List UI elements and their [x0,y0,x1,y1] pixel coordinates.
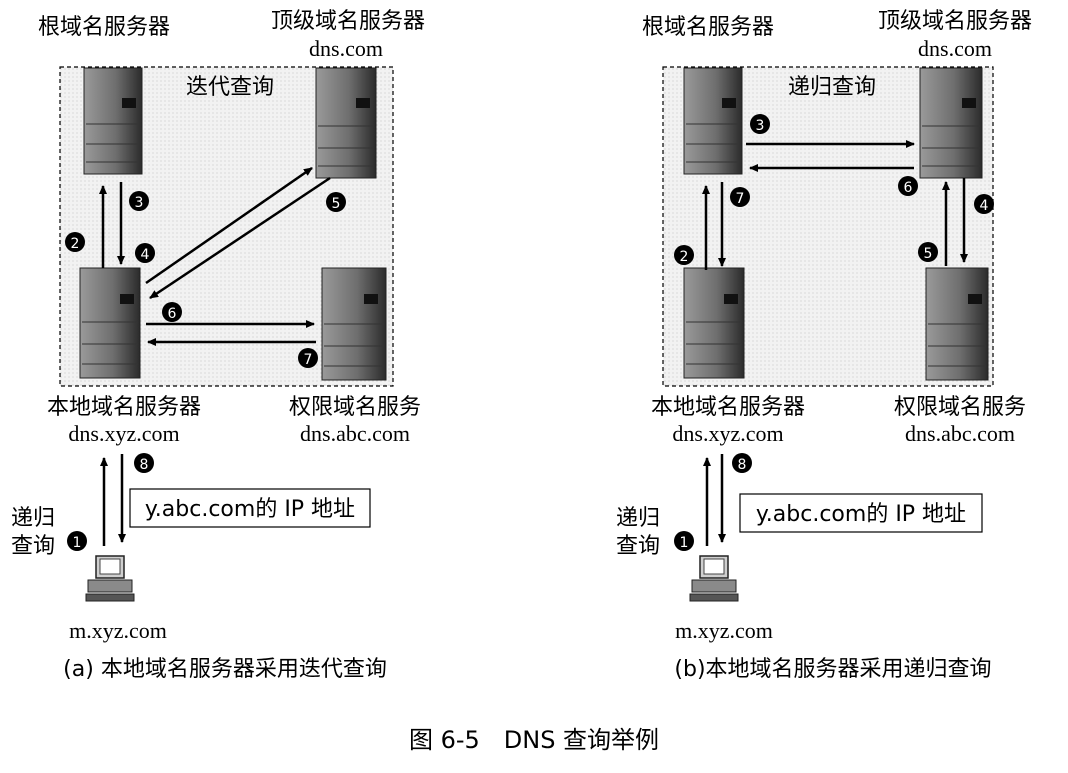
step-badge-1: 1 [674,531,694,551]
step-badge-8: 8 [732,453,752,473]
local-server-label: 本地域名服务器 [651,395,805,420]
root-server-label: 根域名服务器 [38,15,170,40]
svg-text:1: 1 [73,535,82,551]
query-label-line2: 查询 [11,534,55,559]
step-badge-5: 5 [918,242,938,262]
svg-text:6: 6 [904,180,913,196]
panel-b: 递归查询 [616,9,1032,682]
query-label-line1: 递归 [11,506,55,531]
arrow-step-4 [145,166,313,285]
step-badge-8: 8 [134,453,154,473]
tld-server-label: 顶级域名服务器 [271,9,425,34]
local-server-host: dns.xyz.com [672,421,783,446]
root-server-icon [83,67,143,175]
step-badge-6: 6 [898,176,918,196]
local-server-host: dns.xyz.com [68,421,179,446]
step-badge-3: 3 [129,191,149,211]
auth-server-host: dns.abc.com [300,421,410,446]
auth-server-icon [321,267,387,381]
step-badge-6: 6 [162,302,182,322]
client-computer-icon [85,555,135,602]
step-badge-3: 3 [750,114,770,134]
answer-box [129,488,371,528]
svg-text:1: 1 [680,535,689,551]
step-badge-7: 7 [730,187,750,207]
step-badge-2: 2 [674,245,694,265]
svg-text:6: 6 [168,306,177,322]
step-badge-2: 2 [65,232,85,252]
query-label-line1: 递归 [616,506,660,531]
svg-text:7: 7 [736,191,745,207]
tld-server-host: dns.com [309,36,383,61]
figure-caption: 图 6-5 DNS 查询举例 [409,726,659,754]
auth-server-host: dns.abc.com [905,421,1015,446]
step-badge-4: 4 [974,194,994,214]
query-label-line2: 查询 [616,534,660,559]
svg-text:2: 2 [71,236,80,252]
client-computer-icon [689,555,739,602]
auth-server-label: 权限域名服务 [289,395,421,420]
local-server-icon [683,267,745,379]
svg-text:7: 7 [304,352,313,368]
svg-text:4: 4 [141,247,150,263]
panel-caption: (a) 本地域名服务器采用迭代查询 [63,657,387,682]
local-server-label: 本地域名服务器 [47,395,201,420]
local-server-icon [79,267,141,379]
root-server-icon [683,67,743,175]
answer-box-text: y.abc.com的 IP 地址 [145,497,355,522]
svg-text:5: 5 [332,196,341,212]
answer-box [739,493,983,533]
auth-server-label: 权限域名服务 [894,395,1026,420]
svg-text:2: 2 [680,249,689,265]
tld-server-label: 顶级域名服务器 [878,9,1032,34]
svg-text:4: 4 [980,198,989,214]
step-badge-1: 1 [67,531,87,551]
root-server-label: 根域名服务器 [642,15,774,40]
box-title: 迭代查询 [186,75,274,100]
tld-server-host: dns.com [918,36,992,61]
arrows [99,166,331,546]
panel-a: 迭代查询 [11,9,425,682]
arrows [702,140,968,546]
client-host: m.xyz.com [675,618,773,643]
tld-server-icon [919,67,983,179]
panel-caption: (b)本地域名服务器采用递归查询 [674,657,991,682]
box-title: 递归查询 [788,75,876,100]
svg-text:3: 3 [756,118,765,134]
tld-server-icon [315,67,377,179]
client-host: m.xyz.com [69,618,167,643]
arrow-step-5 [149,176,331,300]
answer-box-text: y.abc.com的 IP 地址 [756,502,966,527]
svg-text:8: 8 [738,457,747,473]
svg-text:8: 8 [140,457,149,473]
svg-text:5: 5 [924,246,933,262]
svg-text:3: 3 [135,195,144,211]
step-badge-4: 4 [135,243,155,263]
step-badge-7: 7 [298,348,318,368]
auth-server-icon [925,267,989,381]
step-badge-5: 5 [326,192,346,212]
